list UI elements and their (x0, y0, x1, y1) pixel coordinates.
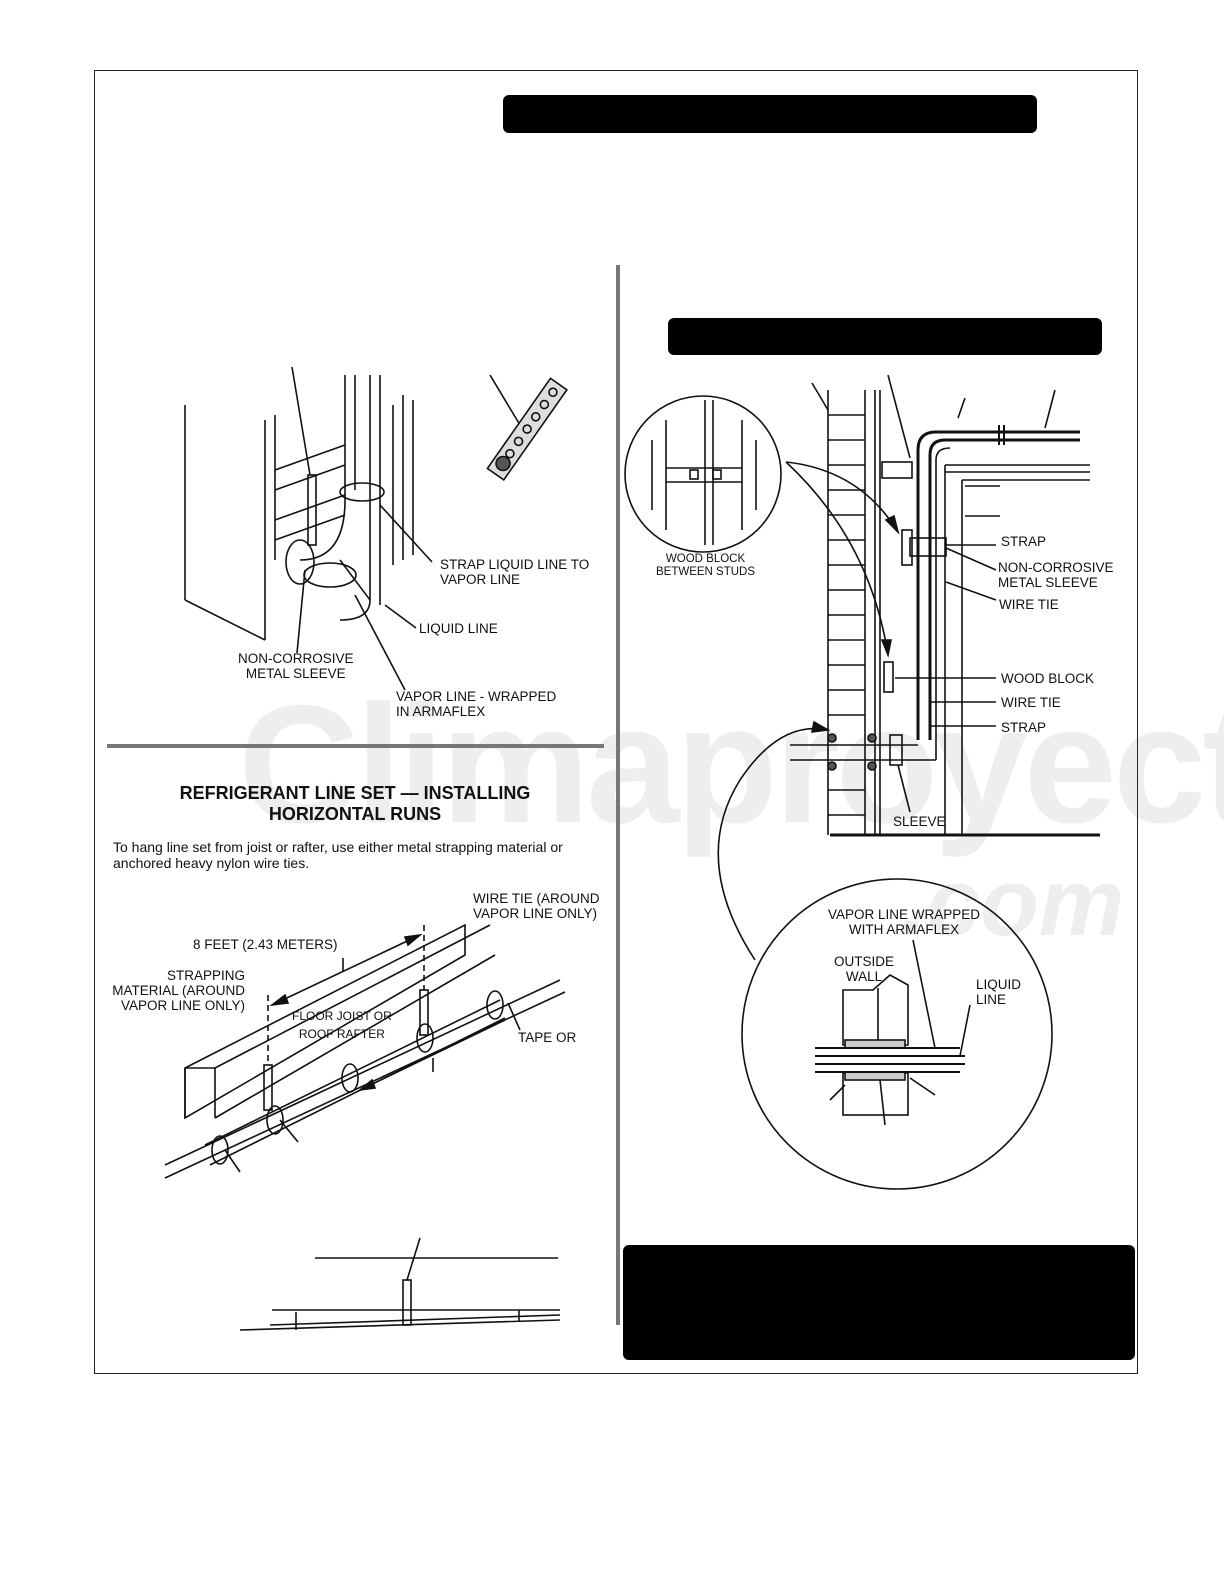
label-wood-block-between-studs: WOOD BLOCK BETWEEN STUDS (656, 553, 756, 578)
page-frame (94, 70, 1138, 1374)
label-wire-tie-2: WIRE TIE (1001, 695, 1061, 710)
label-wire-tie-1: WIRE TIE (999, 597, 1059, 612)
label-outside-wall: OUTSIDE WALL (834, 954, 895, 984)
vertical-lineset-drawing (184, 366, 568, 691)
label-non-corrosive-sleeve: NON-CORROSIVE METAL SLEEVE (238, 651, 354, 681)
label-strapping-material: STRAPPING MATERIAL (AROUND VAPOR LINE ON… (112, 968, 245, 1013)
horizontal-runs-drawing (164, 923, 566, 1331)
label-sleeve: SLEEVE (893, 814, 946, 829)
horizontal-runs-description: To hang line set from joist or rafter, u… (113, 839, 563, 871)
label-wire-tie: WIRE TIE (AROUND VAPOR LINE ONLY) (473, 891, 600, 921)
label-eight-feet: 8 FEET (2.43 METERS) (193, 937, 338, 952)
label-liquid-line: LIQUID LINE (419, 621, 498, 636)
label-floor-joist: FLOOR JOIST OR ROOF RAFTER (292, 1009, 392, 1041)
label-strap-2: STRAP (1001, 720, 1047, 735)
label-wood-block: WOOD BLOCK (1001, 671, 1095, 686)
wall-section-banner (668, 318, 1102, 355)
label-non-corrosive-sleeve-right: NON-CORROSIVE METAL SLEEVE (998, 560, 1114, 590)
wall-detail-drawing (624, 374, 1100, 1190)
label-strap-1: STRAP (1001, 534, 1047, 549)
label-tape-or: TAPE OR (518, 1030, 577, 1045)
horizontal-runs-title: REFRIGERANT LINE SET — INSTALLING HORIZO… (179, 783, 531, 824)
label-liquid-line-right: LIQUID LINE (976, 977, 1022, 1007)
watermark-brand: Climaproyectos (238, 670, 1224, 858)
label-strap-liquid-line: STRAP LIQUID LINE TO VAPOR LINE (440, 557, 590, 587)
label-vapor-line-wrapped: VAPOR LINE - WRAPPED IN ARMAFLEX (396, 689, 557, 719)
watermark-suffix: .com (900, 849, 1125, 956)
bottom-note-banner (623, 1245, 1135, 1360)
top-banner (503, 95, 1037, 133)
label-vapor-line-armaflex: VAPOR LINE WRAPPED WITH ARMAFLEX (828, 907, 981, 937)
